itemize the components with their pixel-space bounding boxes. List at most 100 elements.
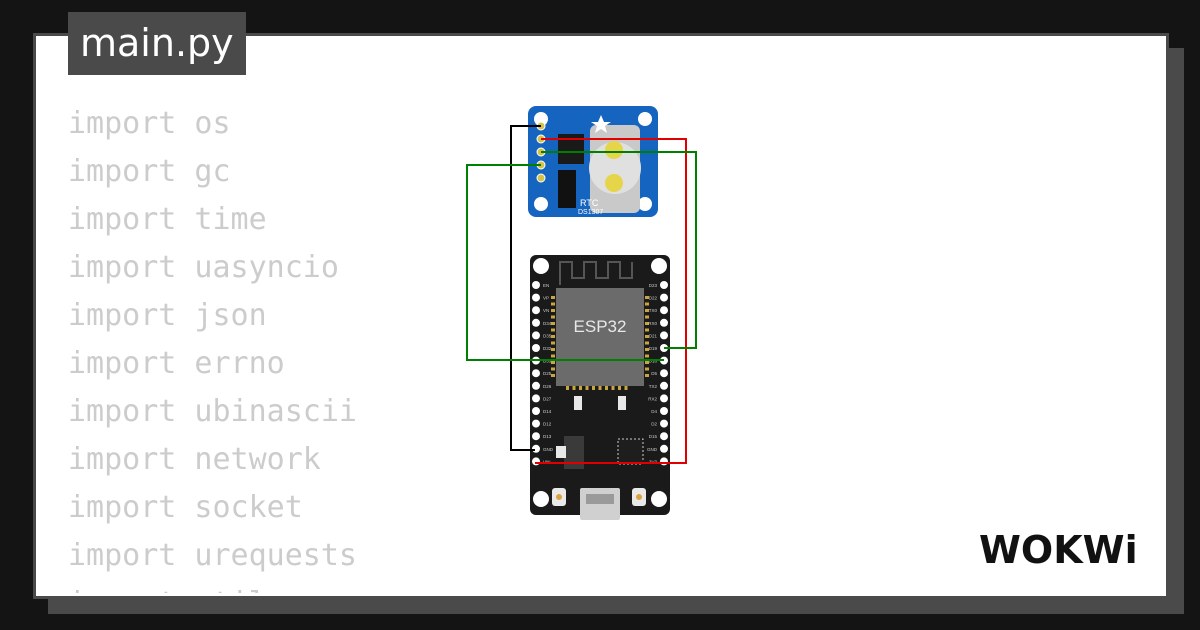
header-pin[interactable]: [532, 306, 540, 315]
crystal: [558, 170, 576, 208]
header-pin[interactable]: [532, 407, 540, 415]
header-pin[interactable]: [660, 419, 668, 428]
pin-label: RX0: [648, 321, 657, 326]
header-pin[interactable]: [532, 293, 540, 302]
pin-label: EN: [543, 283, 549, 288]
header-pin[interactable]: [660, 318, 668, 327]
esp32-right-pin-header[interactable]: D23D22TX0RX0D21D19D18D5TX2RX2D4D2D15GND3…: [647, 281, 668, 466]
header-pin[interactable]: [532, 444, 540, 453]
code-line: import json: [68, 298, 267, 333]
gnd-wire[interactable]: [510, 125, 541, 451]
pin-label: D26: [543, 384, 552, 389]
pin-label: D13: [543, 434, 552, 439]
mount-hole: [534, 112, 548, 126]
pin-label: TX0: [649, 308, 658, 313]
code-line: import errno: [68, 346, 285, 381]
sda-wire[interactable]: [541, 151, 697, 349]
module-pad: [551, 322, 555, 325]
usb-uart-chip: [617, 438, 644, 465]
logo-text: WOKWi: [979, 528, 1138, 572]
code-line: import os: [68, 106, 231, 141]
power-wire[interactable]: [535, 138, 687, 464]
esp32-board[interactable]: ESP32 ENVPVND34D35D32D33D25D26D27D14D12D…: [530, 255, 670, 520]
battery-contact: [605, 174, 623, 192]
header-pin[interactable]: [660, 293, 668, 302]
module-pad: [598, 386, 602, 390]
header-pin[interactable]: [660, 281, 668, 289]
pin-label: D23: [649, 283, 658, 288]
module-pad: [551, 374, 555, 377]
module-pad: [551, 348, 555, 351]
header-pin[interactable]: [660, 394, 668, 403]
esp32-left-pin-header[interactable]: ENVPVND34D35D32D33D25D26D27D14D12D13GNDV…: [532, 281, 554, 466]
pin-label: D25: [543, 371, 552, 376]
code-line: import urequests: [68, 538, 357, 573]
pin-label: D35: [543, 333, 552, 338]
mount-hole: [651, 258, 667, 274]
header-pin[interactable]: [532, 432, 540, 441]
file-tab[interactable]: main.py: [68, 12, 246, 75]
pin-label: VP: [543, 296, 549, 301]
pin-label: D27: [543, 396, 552, 401]
header-pin[interactable]: [660, 432, 668, 441]
code-line: import socket: [68, 490, 303, 525]
code-line: import gc: [68, 154, 231, 189]
header-pin[interactable]: [660, 381, 668, 390]
header-pin[interactable]: [660, 457, 668, 466]
pin-label: D5: [651, 371, 657, 376]
module-pad: [645, 302, 649, 306]
header-pin[interactable]: [660, 444, 668, 453]
rtc-module[interactable]: RTC DS1307: [528, 106, 658, 217]
header-pin[interactable]: [532, 381, 540, 390]
code-line: import ubinascii: [68, 394, 357, 429]
mount-hole: [638, 197, 652, 211]
mount-hole: [534, 197, 548, 211]
header-pin[interactable]: [660, 331, 668, 340]
module-pad: [551, 315, 555, 319]
header-pin[interactable]: [532, 419, 540, 428]
module-pad: [624, 386, 628, 390]
mount-hole: [533, 491, 549, 507]
module-pad: [645, 341, 649, 345]
module-pad: [579, 386, 582, 390]
button-cap: [556, 494, 562, 500]
pin-label: D21: [649, 333, 658, 338]
module-pad: [645, 309, 649, 312]
coin-cell: [589, 142, 641, 194]
header-pin[interactable]: [532, 344, 540, 352]
module-pads: [551, 296, 649, 390]
module-pad: [551, 354, 555, 358]
code-line: import network: [68, 442, 321, 477]
header-pin[interactable]: [532, 331, 540, 340]
mount-hole: [638, 112, 652, 126]
module-pad: [585, 386, 589, 390]
module-pad: [645, 354, 649, 358]
module-pad: [645, 374, 649, 377]
module-pad: [551, 367, 555, 371]
module-pad: [551, 302, 555, 306]
header-pin[interactable]: [532, 369, 540, 378]
pin-label: D22: [649, 296, 658, 301]
header-pin[interactable]: [660, 369, 668, 378]
code-line: import time: [68, 202, 267, 237]
header-pin[interactable]: [660, 306, 668, 315]
esp32-label: ESP32: [574, 317, 627, 336]
module-pad: [566, 386, 569, 390]
module-pad: [645, 348, 649, 351]
wokwi-logo[interactable]: WOKWi: [975, 525, 1150, 575]
header-pin[interactable]: [532, 457, 540, 466]
module-pad: [645, 322, 649, 325]
header-pin[interactable]: [532, 394, 540, 403]
header-pin[interactable]: [532, 318, 540, 327]
module-pad: [551, 309, 555, 312]
header-pin[interactable]: [532, 281, 540, 289]
header-pin[interactable]: [660, 407, 668, 415]
pin-label: D32: [543, 346, 552, 351]
smd-component: [556, 446, 566, 458]
pin-label: D4: [651, 409, 657, 414]
voltage-regulator: [564, 436, 584, 469]
module-pad: [618, 386, 621, 390]
scl-wire[interactable]: [466, 164, 664, 361]
circuit-diagram: RTC DS1307 ESP32 ENVPVND34D35D32D33D25D2…: [466, 106, 697, 520]
